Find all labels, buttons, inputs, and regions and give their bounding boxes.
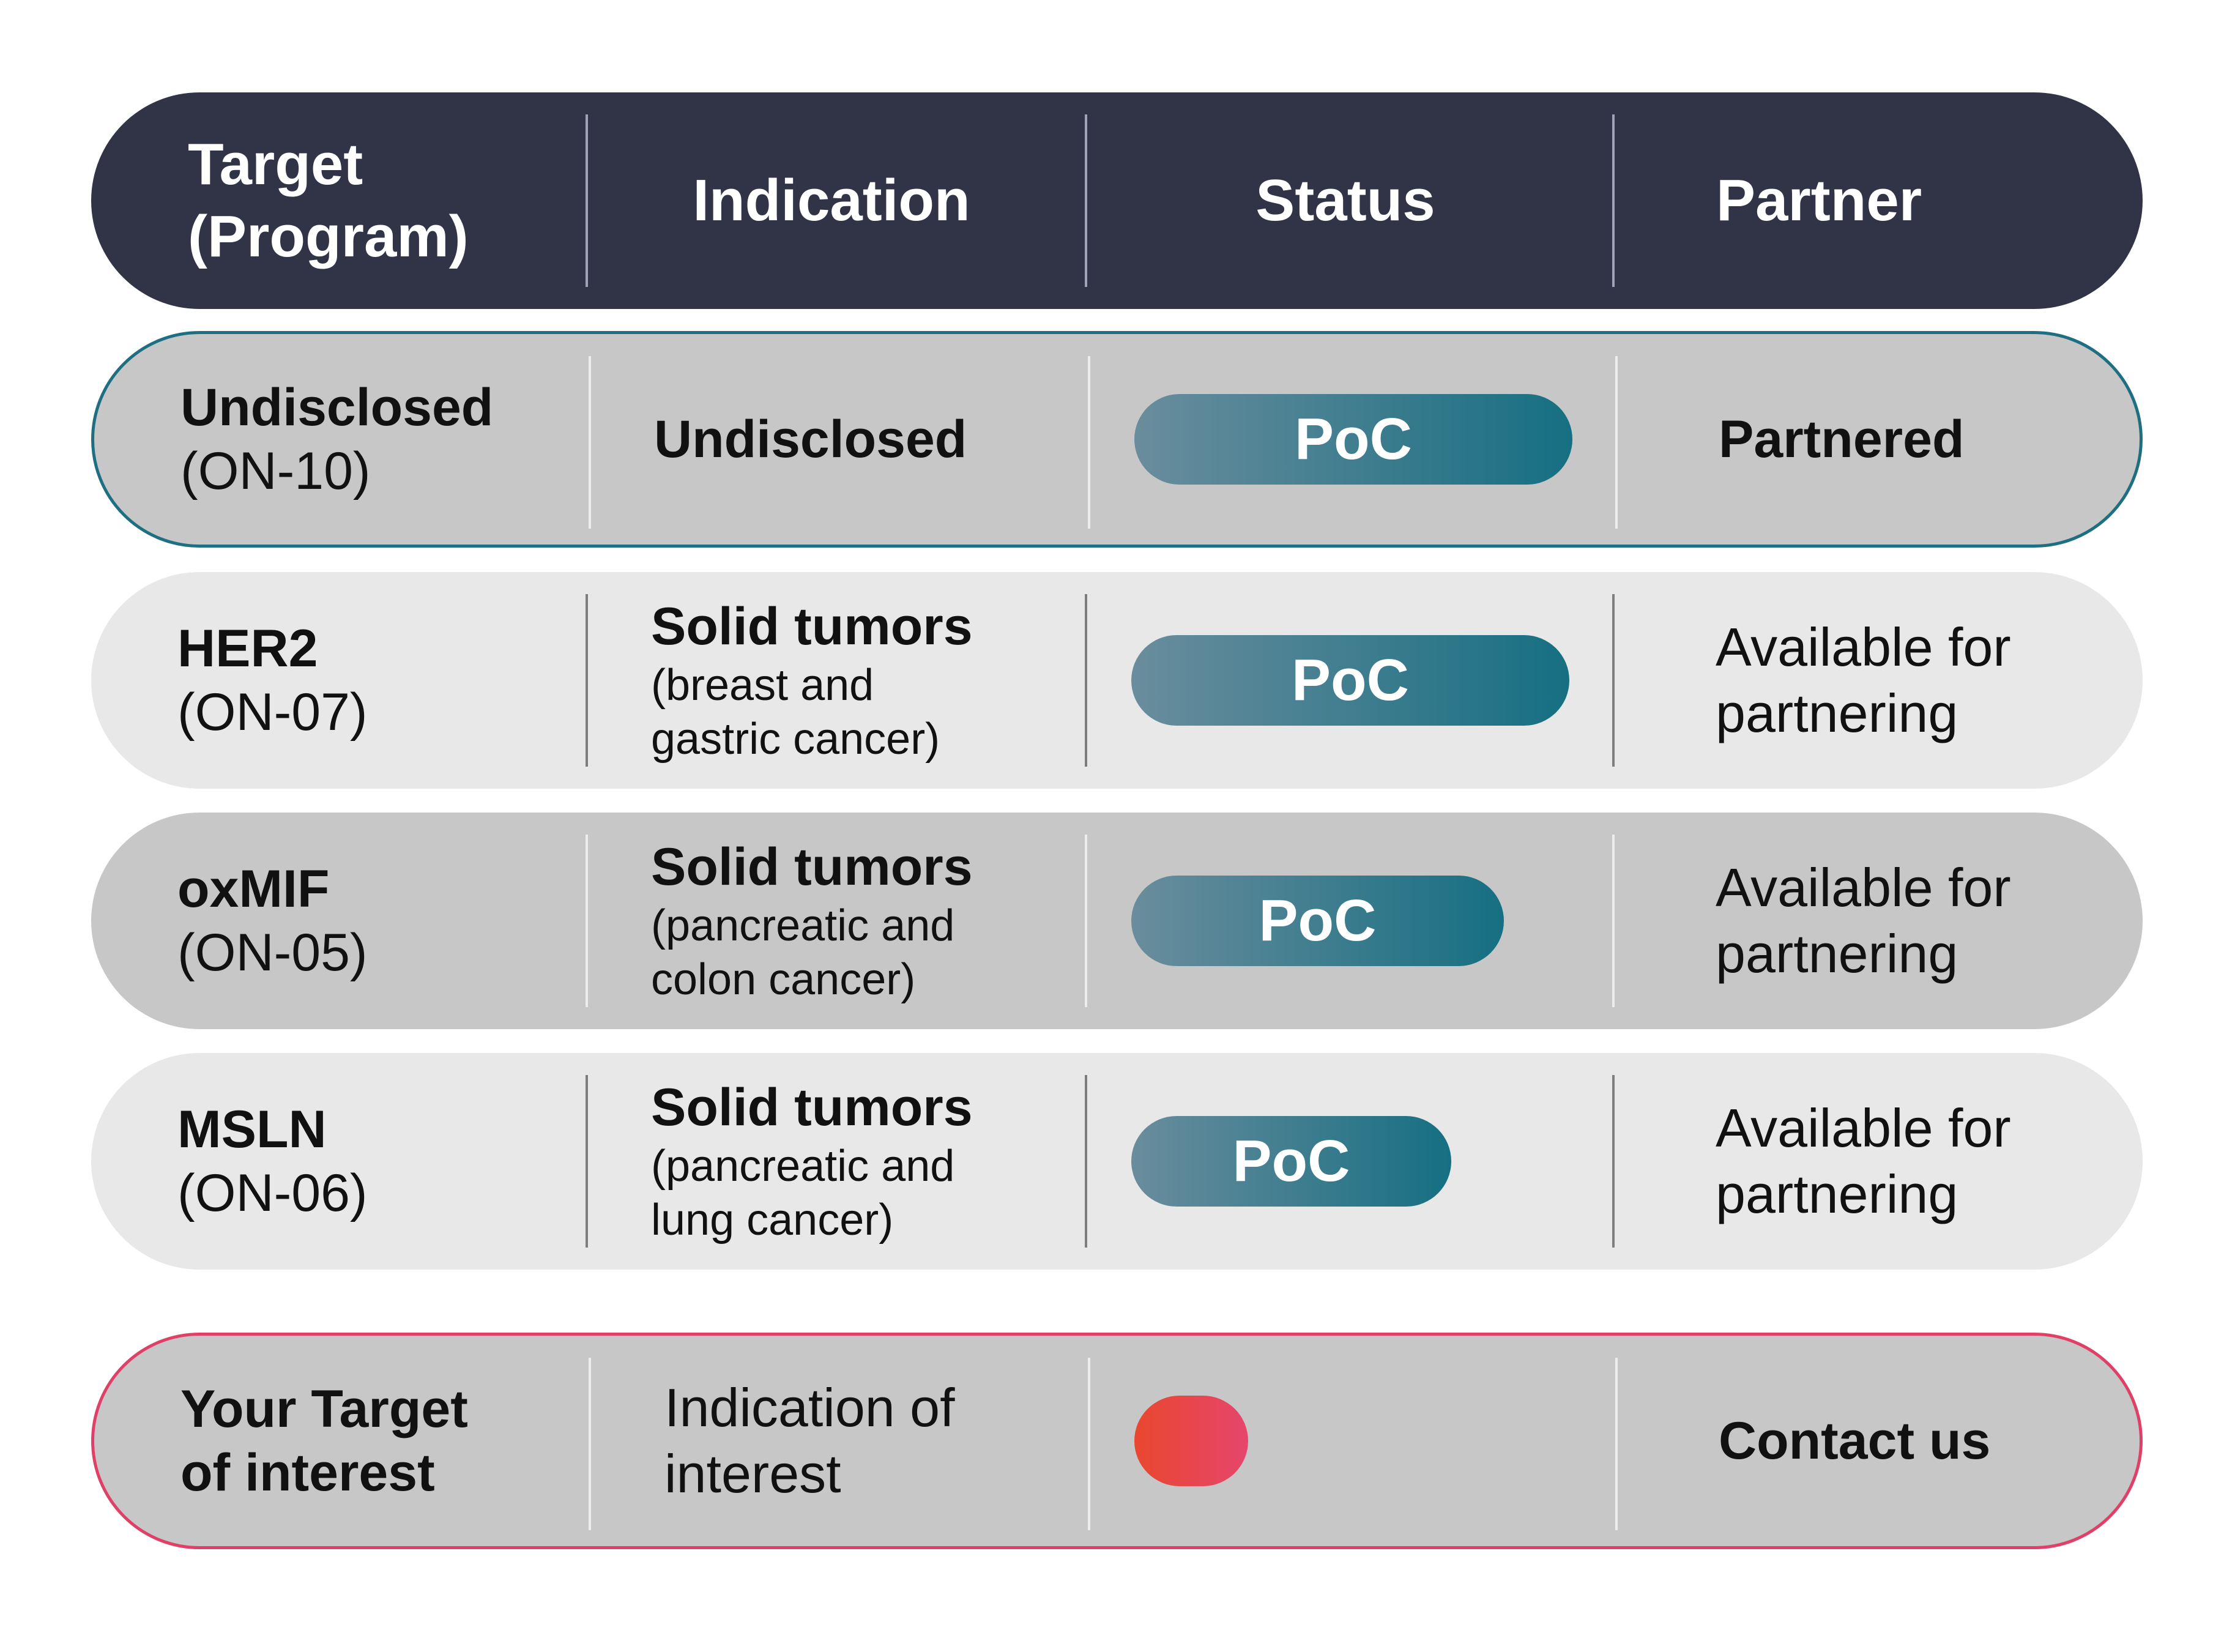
indication-detail: (pancreatic and <box>651 1142 955 1191</box>
partner-status: Available for <box>1716 617 2011 677</box>
column-divider <box>589 356 591 529</box>
column-divider <box>1612 594 1615 767</box>
header-target: Target (Program) <box>188 92 592 309</box>
partner-status: Available for <box>1716 857 2011 918</box>
partner-cell: Partnered <box>1719 334 2135 545</box>
cta-partner: Contact us <box>1719 1336 2135 1546</box>
contact-row[interactable]: Your Target of interest Indication of in… <box>91 1333 2143 1549</box>
cta-indication-line: interest <box>664 1443 841 1504</box>
table-row: oxMIF(ON-05) Solid tumors (pancreatic and c… <box>91 813 2143 1029</box>
column-divider <box>1085 114 1087 287</box>
target-cell: HER2(ON-07) <box>177 572 581 789</box>
table-row: MSLN(ON-06) Solid tumors (pancreatic and lu… <box>91 1053 2143 1270</box>
indication-detail: lung cancer) <box>651 1196 894 1245</box>
status-bar: PoC <box>1131 1116 1451 1207</box>
target-name: oxMIF <box>177 860 330 918</box>
column-divider <box>589 1358 591 1530</box>
cta-target: Your Target of interest <box>180 1336 584 1546</box>
table-header: Target (Program) Indication Status Partn… <box>91 92 2143 309</box>
column-divider <box>1085 835 1087 1007</box>
status-bar: PoC <box>1131 635 1569 726</box>
column-divider <box>1615 356 1618 529</box>
indication-main: Solid tumors <box>651 597 973 656</box>
column-divider <box>1612 1075 1615 1248</box>
target-cell: MSLN(ON-06) <box>177 1053 581 1270</box>
header-partner-label: Partner <box>1716 168 1922 233</box>
target-name: Undisclosed <box>180 378 494 437</box>
column-divider <box>1612 114 1615 287</box>
indication-cell: Undisclosed <box>654 334 1082 545</box>
cta-indication-line: Indication of <box>664 1377 955 1438</box>
cta-status <box>1134 1336 1612 1546</box>
header-status-label: Status <box>1255 168 1435 233</box>
partner-status: partnering <box>1716 1164 1958 1224</box>
indication-main: Undisclosed <box>654 410 967 469</box>
status-cell: PoC <box>1131 813 1608 1029</box>
indication-cell: Solid tumors (pancreatic and colon cancer) <box>651 813 1079 1029</box>
program-code: (ON-06) <box>177 1164 368 1222</box>
header-partner: Partner <box>1716 92 2132 309</box>
status-bar: PoC <box>1131 876 1504 966</box>
table-row: HER2(ON-07) Solid tumors (breast and gastri… <box>91 572 2143 789</box>
status-cell: PoC <box>1134 334 1612 545</box>
cta-target-line: Your Target <box>180 1380 468 1438</box>
column-divider <box>586 594 588 767</box>
contact-us-link[interactable]: Contact us <box>1719 1412 1991 1470</box>
column-divider <box>1612 835 1615 1007</box>
status-cell: PoC <box>1131 1053 1608 1270</box>
status-cell: PoC <box>1131 572 1608 789</box>
column-divider <box>1088 356 1090 529</box>
column-divider <box>1085 594 1087 767</box>
header-status: Status <box>1131 92 1608 309</box>
indication-detail: gastric cancer) <box>651 715 940 764</box>
program-code: (ON-05) <box>177 923 368 982</box>
status-bar: PoC <box>1134 394 1572 485</box>
header-program-line: (Program) <box>188 204 469 269</box>
column-divider <box>1615 1358 1618 1530</box>
indication-cell: Solid tumors (pancreatic and lung cancer) <box>651 1053 1079 1270</box>
target-cell: oxMIF(ON-05) <box>177 813 581 1029</box>
partner-status: partnering <box>1716 923 1958 984</box>
column-divider <box>586 1075 588 1248</box>
cta-target-line: of interest <box>180 1443 435 1502</box>
column-divider <box>586 835 588 1007</box>
indication-detail: (breast and <box>651 661 874 710</box>
partner-status: Partnered <box>1719 410 1965 469</box>
indication-cell: Solid tumors (breast and gastric cancer) <box>651 572 1079 789</box>
partner-status: Available for <box>1716 1098 2011 1158</box>
program-code: (ON-10) <box>180 442 371 500</box>
header-indication-label: Indication <box>693 168 970 233</box>
column-divider <box>586 114 588 287</box>
indication-main: Solid tumors <box>651 838 973 896</box>
cta-indication: Indication of interest <box>664 1336 1093 1546</box>
column-divider <box>1088 1358 1090 1530</box>
program-code: (ON-07) <box>177 683 368 742</box>
indication-detail: colon cancer) <box>651 955 916 1004</box>
column-divider <box>1085 1075 1087 1248</box>
partner-status: partnering <box>1716 683 1958 743</box>
cta-status-bar <box>1134 1396 1248 1486</box>
target-name: MSLN <box>177 1100 327 1159</box>
header-indication: Indication <box>651 92 1079 309</box>
header-target-line: Target <box>188 132 363 197</box>
target-cell: Undisclosed(ON-10) <box>180 334 584 545</box>
target-name: HER2 <box>177 619 318 678</box>
indication-detail: (pancreatic and <box>651 901 955 950</box>
indication-main: Solid tumors <box>651 1078 973 1137</box>
